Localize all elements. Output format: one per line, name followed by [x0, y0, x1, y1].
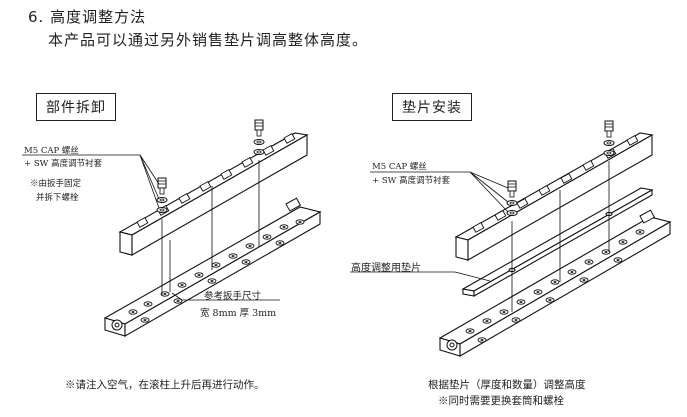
right-callout-leaders [350, 171, 509, 282]
right-alignment-lines [511, 161, 610, 312]
left-top-bolt [253, 119, 265, 155]
right-footnote-1: 根据垫片（厚度和数量）调整高度 [428, 379, 586, 391]
right-footnote-2: ※同时需要更换套筒和螺栓 [438, 395, 564, 407]
right-panel-title: 垫片安装 [392, 93, 472, 121]
wrench-size-value: 宽 8mm 厚 3mm [200, 308, 277, 319]
section-subtitle: 本产品可以通过另外销售垫片调高整体高度。 [48, 31, 369, 49]
left-alignment-lines [161, 160, 260, 296]
right-shim [461, 187, 654, 297]
wrench-size-label: 参考扳手尺寸 [204, 291, 262, 302]
left-footnote: ※请注入空气，在滚柱上升后再进行动作。 [65, 379, 265, 391]
left-callout-fix-note-2: 并拆下螺栓 [36, 193, 79, 203]
right-end-fitting [446, 209, 656, 351]
left-callout-screw: M5 CAP 螺丝 [24, 146, 79, 156]
left-panel-title: 部件拆卸 [36, 93, 116, 121]
shim-label: 高度调整用垫片 [351, 263, 421, 274]
right-callout-screw: M5 CAP 螺丝 [372, 162, 427, 172]
left-callout-sleeve: + SW 高度调节衬套 [24, 159, 103, 169]
section-heading: 6. 高度调整方法 [28, 8, 147, 26]
left-end-fitting [111, 197, 302, 331]
left-callout-leaders [22, 154, 280, 301]
right-callout-sleeve: + SW 高度调节衬套 [372, 176, 451, 186]
left-callout-fix-note: ※由扳手固定 [30, 179, 82, 189]
